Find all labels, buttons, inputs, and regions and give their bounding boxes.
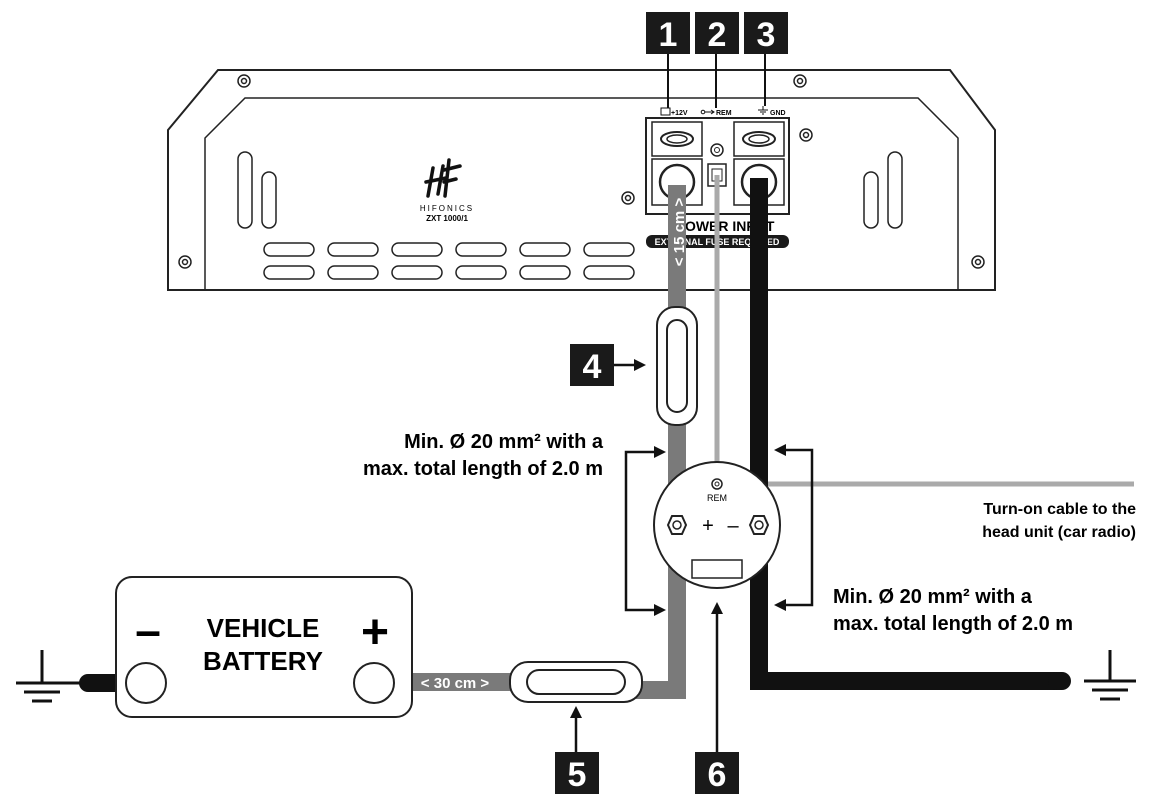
svg-text:6: 6 xyxy=(708,756,727,794)
remote-note-line2: head unit (car radio) xyxy=(982,524,1136,541)
cable-length-amp: < 15 cm > xyxy=(671,198,688,267)
vehicle-battery xyxy=(115,576,413,718)
spec-right-line1: Min. Ø 20 mm² with a xyxy=(833,586,1033,608)
vent-slots-side xyxy=(237,151,903,229)
label-plus12v: +12V xyxy=(671,110,688,117)
label-rem: REM xyxy=(716,110,732,117)
arrow-6-head xyxy=(711,602,723,614)
svg-text:3: 3 xyxy=(757,16,776,54)
vent-slots-bottom xyxy=(263,242,635,280)
bracket-right xyxy=(784,448,814,607)
fuse-holder-amp xyxy=(656,306,698,426)
callout-6: 6 xyxy=(695,752,739,794)
distribution-block xyxy=(653,461,781,589)
bracket-left xyxy=(624,450,656,612)
label-gnd: GND xyxy=(770,110,786,117)
battery-minus: – xyxy=(135,604,161,656)
callout-5: 5 xyxy=(555,752,599,794)
ground-symbol-right xyxy=(1084,650,1136,701)
ground-symbol-left xyxy=(16,650,88,703)
screws xyxy=(178,74,985,269)
model-name: ZXT 1000/1 xyxy=(426,214,468,223)
spec-left-line1: Min. Ø 20 mm² with a xyxy=(404,431,604,453)
arrow-4-head xyxy=(634,359,646,371)
spec-right-line2: max. total length of 2.0 m xyxy=(833,613,1073,635)
distribution-plus: + xyxy=(702,515,714,537)
callout-3: 3 xyxy=(744,12,788,54)
remote-note-line1: Turn-on cable to the xyxy=(983,501,1136,518)
arrow-5-head xyxy=(570,706,582,718)
battery-title-2: BATTERY xyxy=(203,646,323,676)
arrow-right-top xyxy=(774,444,786,456)
fuse-holder-battery xyxy=(509,661,643,703)
cable-length-battery: < 30 cm > xyxy=(421,675,490,692)
battery-plus: + xyxy=(361,606,389,659)
arrow-right-bottom xyxy=(774,599,786,611)
callout-4: 4 xyxy=(570,344,614,386)
svg-text:1: 1 xyxy=(659,16,678,54)
svg-text:4: 4 xyxy=(583,348,602,386)
spec-left-line2: max. total length of 2.0 m xyxy=(363,458,603,480)
callout-2: 2 xyxy=(695,12,739,54)
arrow-left-top xyxy=(654,446,666,458)
brand-name: HIFONICS xyxy=(420,204,474,213)
ground-cable-amp xyxy=(750,178,1057,690)
distribution-rem: REM xyxy=(707,493,727,503)
battery-title-1: VEHICLE xyxy=(207,613,320,643)
terminal-labels: +12V REM GND xyxy=(660,106,786,117)
svg-text:2: 2 xyxy=(708,16,727,54)
brand-logo xyxy=(424,158,462,198)
distribution-minus: – xyxy=(727,515,739,537)
callout-1: 1 xyxy=(646,12,690,54)
svg-text:5: 5 xyxy=(568,756,587,794)
arrow-left-bottom xyxy=(654,604,666,616)
amplifier: HIFONICS ZXT 1000/1 POWER INPUT EXTERNAL xyxy=(167,69,996,291)
remote-cable xyxy=(714,175,1134,487)
